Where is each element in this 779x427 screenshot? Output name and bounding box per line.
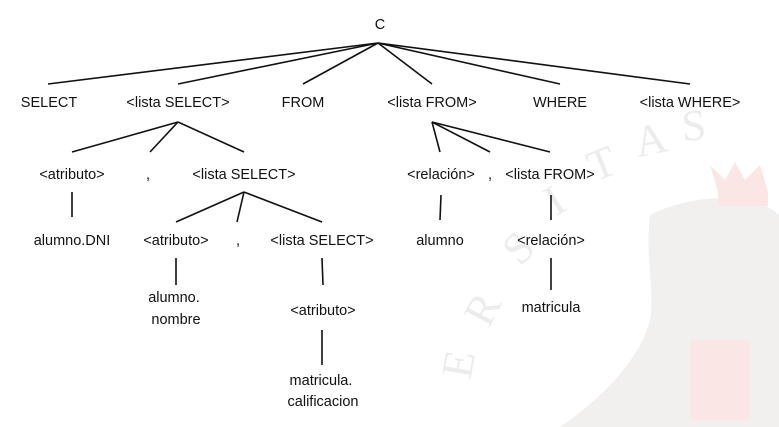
tree-edge bbox=[175, 191, 245, 223]
watermark-letter: A bbox=[630, 112, 671, 167]
node-alumno-dni: alumno.DNI bbox=[34, 233, 111, 249]
tree-edge bbox=[71, 121, 179, 153]
node-lista-select: <lista SELECT> bbox=[270, 233, 373, 249]
node-relacion: <relación> bbox=[407, 167, 475, 183]
watermark-letter: R bbox=[454, 284, 511, 333]
watermark-letter: E bbox=[432, 347, 485, 382]
tree-edge bbox=[431, 121, 441, 153]
watermark-letter: I bbox=[536, 176, 574, 225]
tree-edge bbox=[243, 191, 323, 223]
tree-edge bbox=[439, 194, 442, 221]
tree-edge bbox=[177, 121, 245, 153]
tree-edge bbox=[321, 257, 324, 286]
tree-edge bbox=[377, 42, 561, 85]
node-select-keyword: SELECT bbox=[21, 95, 78, 111]
node-atributo: <atributo> bbox=[290, 303, 355, 319]
watermark-letter: T bbox=[580, 136, 623, 192]
tree-edge bbox=[431, 121, 551, 153]
node-lista-select: <lista SELECT> bbox=[192, 167, 295, 183]
watermark-crest-icon bbox=[560, 162, 779, 427]
node-atributo: <atributo> bbox=[39, 167, 104, 183]
node-matricula-calificacion: matricula. calificacion bbox=[288, 373, 359, 410]
node-lista-select: <lista SELECT> bbox=[126, 95, 229, 111]
node-root: C bbox=[375, 17, 385, 33]
tree-nodes: C SELECT <lista SELECT> FROM <lista FROM… bbox=[21, 17, 741, 410]
tree-edge bbox=[47, 42, 379, 85]
tree-edge bbox=[236, 191, 245, 223]
node-alumno-nombre-line: alumno. bbox=[148, 290, 200, 306]
node-matricula: matricula bbox=[522, 300, 582, 316]
node-comma: , bbox=[488, 167, 492, 183]
node-relacion: <relación> bbox=[517, 233, 585, 249]
tree-edge bbox=[149, 121, 179, 153]
node-matricula-calificacion-line: calificacion bbox=[288, 394, 359, 410]
node-comma: , bbox=[236, 233, 240, 249]
tree-edge bbox=[377, 42, 433, 85]
watermark-letter: S bbox=[680, 100, 708, 151]
node-alumno-nombre: alumno. nombre bbox=[148, 290, 204, 328]
node-lista-from: <lista FROM> bbox=[505, 167, 594, 183]
node-alumno-nombre-line: nombre bbox=[151, 312, 200, 328]
node-lista-from: <lista FROM> bbox=[387, 95, 476, 111]
node-where-keyword: WHERE bbox=[533, 95, 587, 111]
node-from-keyword: FROM bbox=[282, 95, 325, 111]
node-lista-where: <lista WHERE> bbox=[640, 95, 741, 111]
node-comma: , bbox=[146, 167, 150, 183]
tree-edge bbox=[377, 42, 691, 85]
tree-edges bbox=[47, 42, 691, 365]
tree-edge bbox=[302, 42, 379, 85]
node-matricula-calificacion-line: matricula. bbox=[290, 373, 353, 389]
tree-edge bbox=[431, 121, 491, 153]
node-alumno: alumno bbox=[416, 233, 464, 249]
tree-edge bbox=[177, 42, 379, 85]
node-atributo: <atributo> bbox=[143, 233, 208, 249]
